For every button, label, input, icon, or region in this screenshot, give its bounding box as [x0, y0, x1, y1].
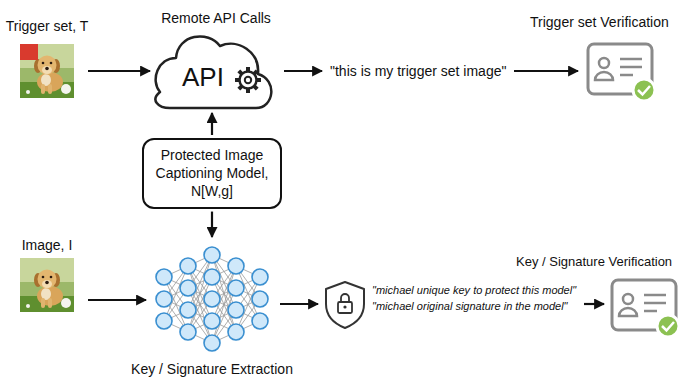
flow-arrow: [88, 299, 146, 301]
network-neuron: [156, 269, 172, 285]
network-neuron: [204, 313, 220, 329]
input-image: Image, I: [20, 258, 74, 312]
network-neuron: [180, 258, 196, 274]
network-neuron: [228, 258, 244, 274]
flow-arrow: [584, 303, 604, 305]
gear-icon: [245, 77, 251, 83]
shield-lock-icon: [326, 282, 364, 328]
flow-arrow: [280, 71, 604, 304]
network-neuron: [252, 313, 268, 329]
flow-arrow: [280, 303, 318, 305]
neural-network: [156, 247, 268, 351]
flow-arrow: [514, 70, 578, 72]
image-title: Image, I: [22, 237, 73, 253]
network-neuron: [204, 247, 220, 263]
network-neuron: [204, 291, 220, 307]
network-neuron: [180, 280, 196, 296]
api-label: API: [182, 63, 224, 92]
gear-icon: [235, 67, 261, 93]
dog-photo: [20, 258, 74, 312]
network-neuron: [252, 291, 268, 307]
gear-icon: [240, 72, 257, 89]
flow-arrow: [211, 212, 213, 237]
signature-output: "michael original signature in the model…: [372, 300, 568, 312]
flow-arrow: [88, 70, 150, 72]
shield-lock-icon: [343, 305, 346, 308]
network-neuron: [156, 313, 172, 329]
network-neuron: [228, 324, 244, 340]
verification-card: [588, 44, 655, 101]
flow-arrow: [284, 70, 322, 72]
verification-title: Trigger set Verification: [530, 14, 669, 30]
cloud-title: Remote API Calls: [161, 10, 271, 26]
network-neuron: [180, 302, 196, 318]
image-title: Trigger set, T: [6, 18, 88, 34]
dog-photo: [20, 44, 74, 98]
signature-output: "michael unique key to protect this mode…: [372, 284, 576, 296]
model-box: Protected Image Captioning Model, N[W,g]: [142, 138, 282, 209]
network-neuron: [228, 302, 244, 318]
trigger-image: Trigger set, T: [20, 44, 74, 98]
shield-lock-icon: [341, 294, 349, 302]
shield-lock-icon: [338, 302, 352, 313]
trigger-patch: [20, 44, 38, 60]
verification-title: Key / Signature Verification: [516, 254, 672, 269]
model-name: Protected Image Captioning Model, N[W,g]: [152, 146, 272, 201]
network-neuron: [180, 324, 196, 340]
network-neuron: [204, 269, 220, 285]
network-neuron: [228, 280, 244, 296]
extraction-network: Key / Signature Extraction: [152, 240, 272, 358]
network-neuron: [156, 291, 172, 307]
api-cloud: Remote API CallsAPI: [156, 34, 276, 110]
network-neuron: [252, 269, 268, 285]
verification-card: [612, 280, 679, 337]
flow-arrow: [211, 113, 213, 135]
caption-output: "this is my trigger set image": [330, 63, 506, 79]
network-title: Key / Signature Extraction: [131, 361, 293, 377]
network-neuron: [204, 335, 220, 351]
shield-lock-icon: [326, 282, 364, 328]
cloud-shape: [155, 36, 271, 108]
